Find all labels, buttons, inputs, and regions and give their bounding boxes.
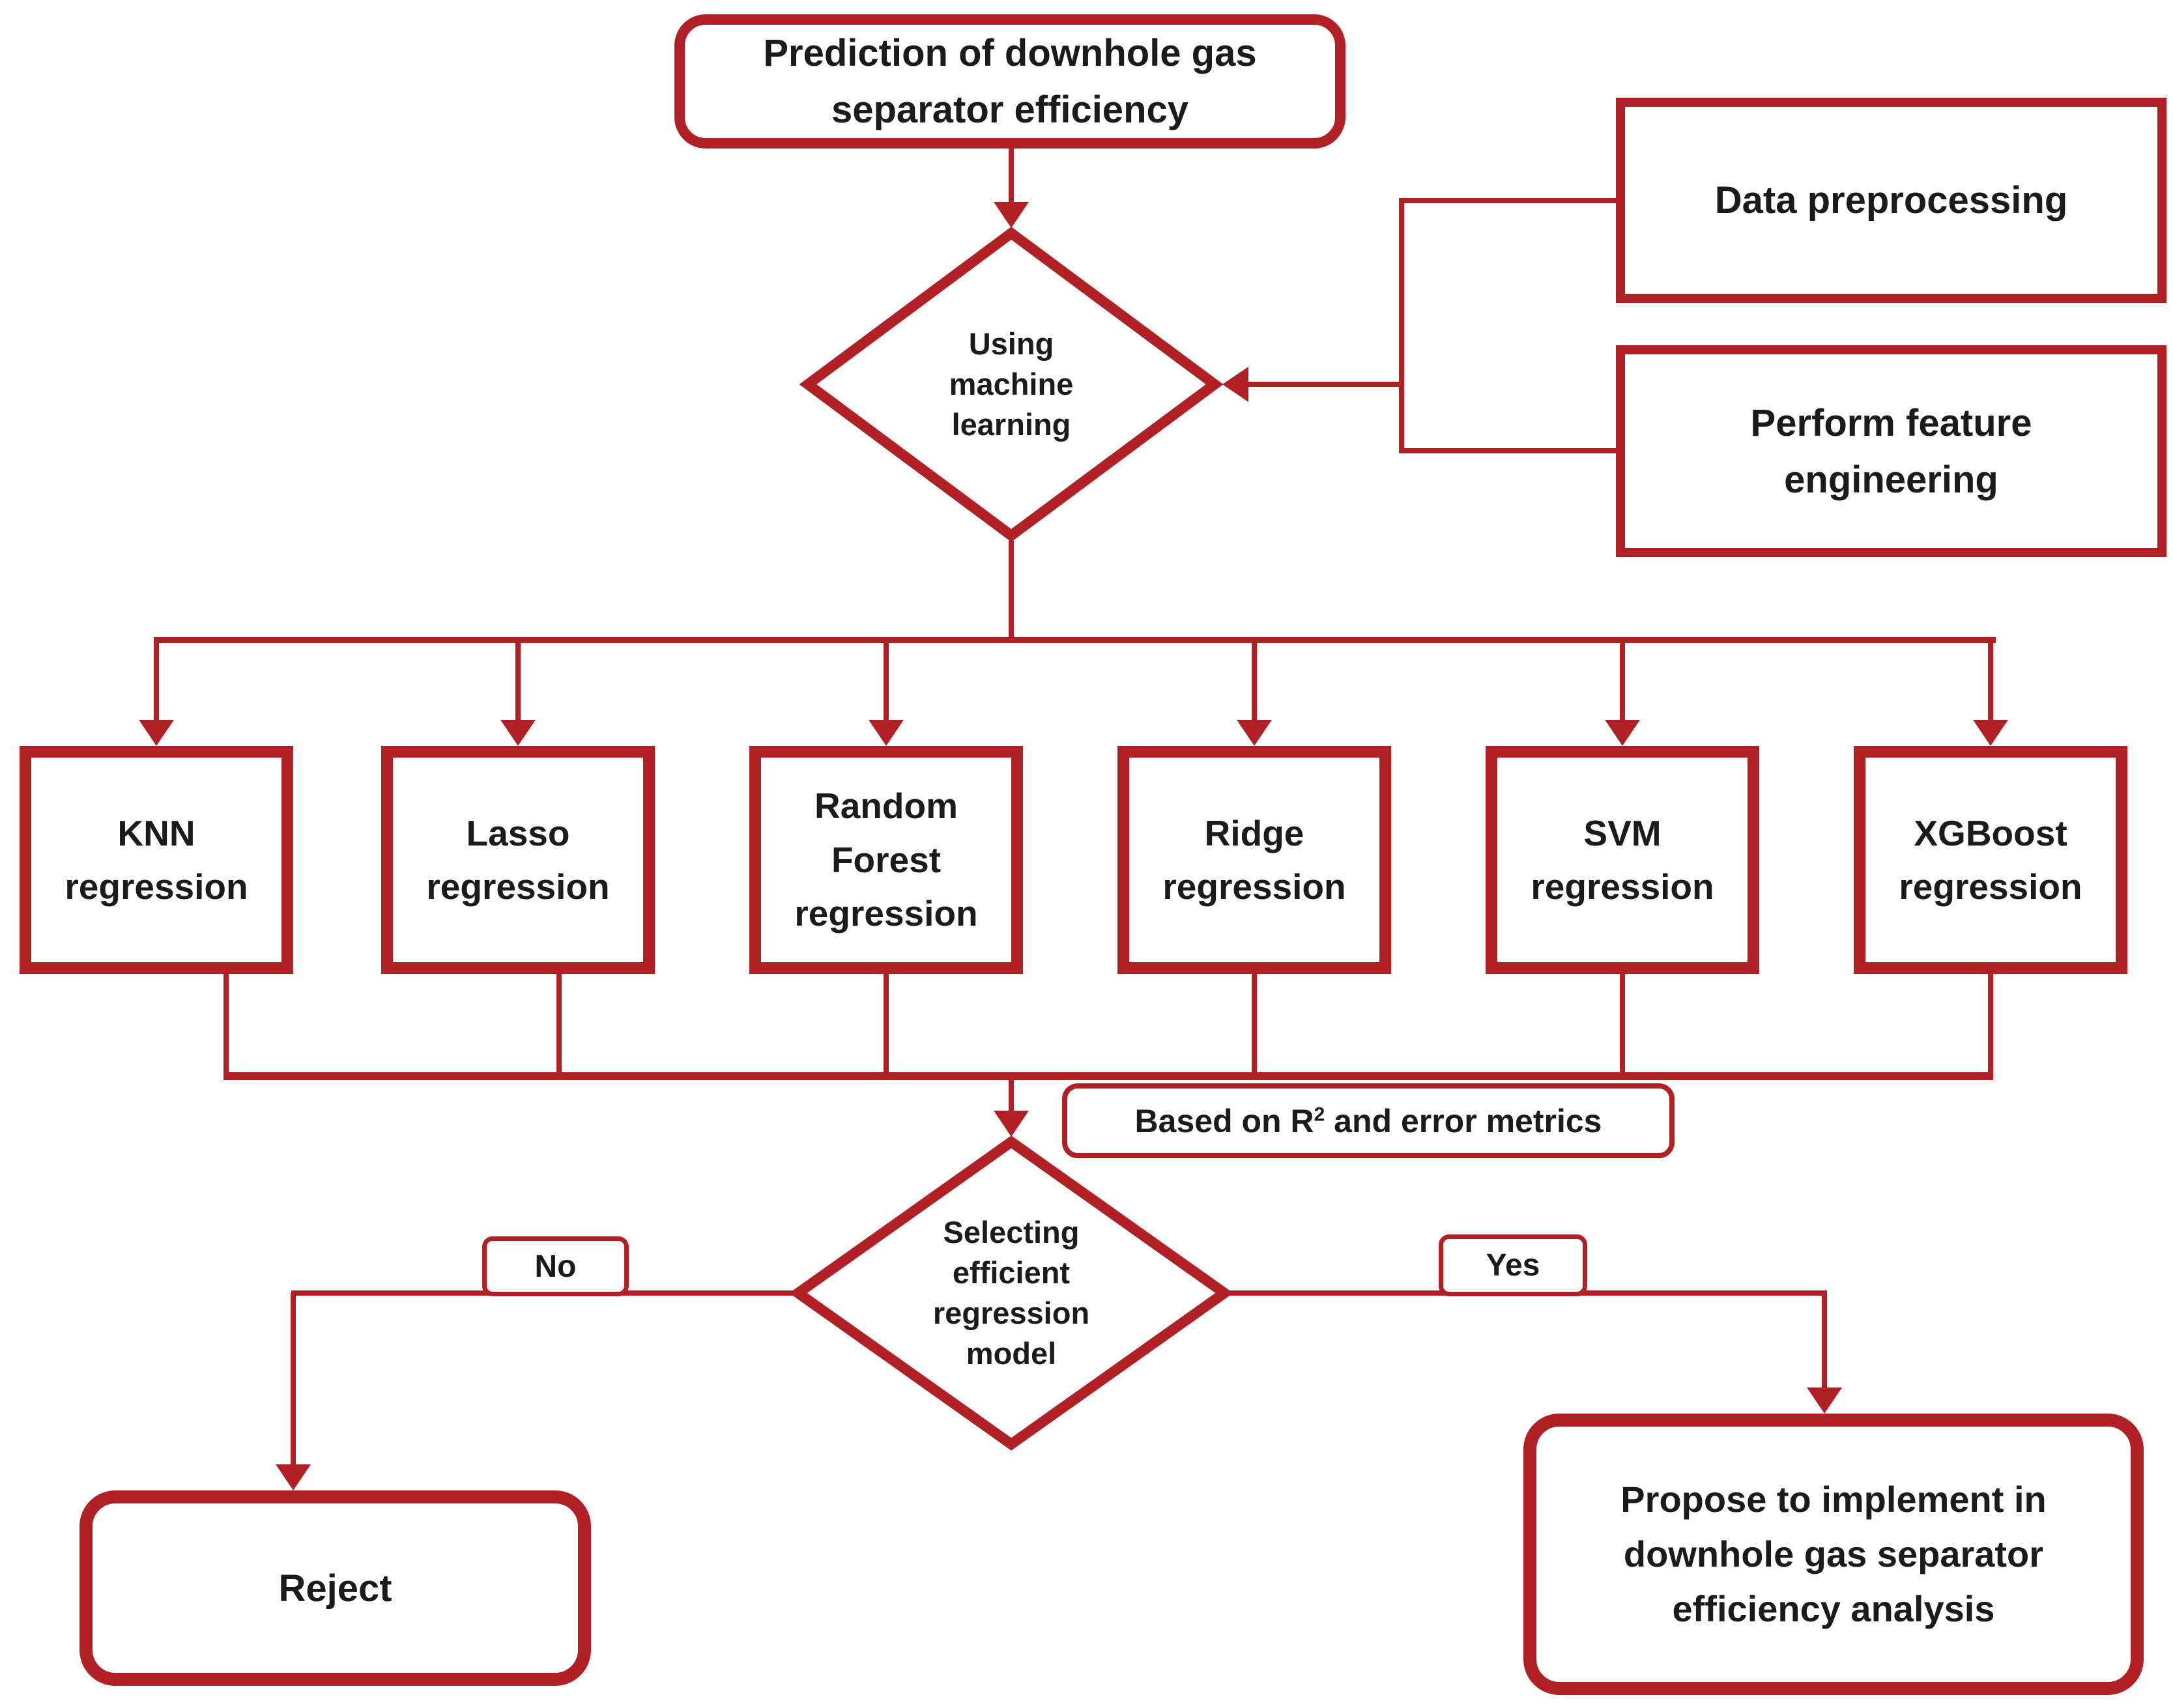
- decision-select-model-line2: efficient: [952, 1255, 1071, 1290]
- edge-no-vertical: [291, 1293, 296, 1467]
- edge-drop-xgboost: [1988, 640, 1993, 720]
- edge-drop-lasso: [515, 640, 521, 720]
- start-node: Prediction of downhole gas separator eff…: [674, 14, 1346, 149]
- reject-node-label: Reject: [278, 1567, 392, 1610]
- model-box-knn: KNN regression: [20, 746, 293, 974]
- start-node-label: Prediction of downhole gas separator eff…: [763, 32, 1257, 131]
- edge-drop-knn: [154, 640, 159, 720]
- decision-using-ml-label: Using machine learning: [803, 228, 1220, 541]
- model-box-xgboost: XGBoost regression: [1854, 746, 2127, 974]
- decision-select-model-label: Selecting efficient regression model: [793, 1137, 1230, 1449]
- arrowhead-xgboost: [1973, 720, 2008, 746]
- edge-bracket-to-ml: [1246, 382, 1403, 387]
- edge-merge-stub-random-forest: [884, 971, 889, 1076]
- box-data-preprocessing-label: Data preprocessing: [1714, 179, 2068, 221]
- arrowhead-no-to-reject: [276, 1464, 311, 1490]
- label-no: No: [482, 1236, 629, 1296]
- decision-using-ml-line3: learning: [951, 407, 1071, 442]
- arrowhead-bracket-to-ml: [1222, 367, 1248, 402]
- label-yes: Yes: [1439, 1234, 1587, 1296]
- edge-merge-stub-xgboost: [1988, 971, 1993, 1076]
- label-no-text: No: [534, 1249, 577, 1284]
- model-box-lasso-label: Lasso regression: [426, 812, 610, 907]
- decision-select-model-line4: model: [966, 1336, 1057, 1371]
- decision-select-model: [789, 1135, 1233, 1451]
- model-box-lasso: Lasso regression: [381, 746, 655, 974]
- box-data-preprocessing: Data preprocessing: [1616, 98, 2166, 303]
- decision-using-ml-line2: machine: [949, 366, 1074, 401]
- decision-select-model-line1: Selecting: [943, 1214, 1080, 1249]
- edge-drop-svm: [1620, 640, 1625, 720]
- propose-node-label: Propose to implement in downhole gas sep…: [1620, 1479, 2047, 1629]
- arrowhead-knn: [139, 720, 174, 746]
- metrics-note: Based on R2 and error metrics: [1062, 1083, 1675, 1158]
- edge-yes-vertical: [1822, 1290, 1827, 1390]
- arrowhead-start-to-ml: [994, 202, 1029, 228]
- metrics-note-label: Based on R2 and error metrics: [1135, 1102, 1602, 1140]
- metrics-note-prefix: Based on R: [1134, 1102, 1314, 1139]
- model-box-ridge-label: Ridge regression: [1162, 812, 1346, 907]
- label-yes-text: Yes: [1486, 1248, 1540, 1283]
- arrowhead-merge-to-select: [994, 1111, 1029, 1137]
- decision-using-ml-shape: [799, 227, 1224, 542]
- arrowhead-svm: [1605, 720, 1640, 746]
- edge-drop-random-forest: [884, 640, 889, 720]
- model-box-random-forest: Random Forest regression: [749, 746, 1023, 974]
- model-box-svm-label: SVM regression: [1531, 812, 1714, 907]
- box-feature-engineering-label: Perform feature engineering: [1750, 401, 2032, 501]
- arrowhead-ridge: [1237, 720, 1272, 746]
- edge-drop-ridge: [1252, 640, 1257, 720]
- edge-start-to-ml: [1009, 149, 1014, 205]
- reject-node: Reject: [79, 1490, 591, 1686]
- model-box-xgboost-label: XGBoost regression: [1899, 812, 2082, 907]
- decision-select-model-line3: regression: [932, 1296, 1090, 1330]
- decision-using-ml: [799, 227, 1224, 542]
- edge-bracket-stub-preprocessing: [1399, 198, 1616, 203]
- metrics-note-suffix: and error metrics: [1325, 1102, 1602, 1139]
- arrowhead-lasso: [500, 720, 536, 746]
- edge-merge-stub-svm: [1620, 971, 1625, 1076]
- metrics-note-superscript: 2: [1314, 1103, 1325, 1125]
- edge-distribution-line: [154, 637, 1996, 643]
- model-box-ridge: Ridge regression: [1117, 746, 1391, 974]
- decision-select-model-shape: [789, 1135, 1233, 1451]
- box-feature-engineering: Perform feature engineering: [1616, 345, 2166, 557]
- model-box-svm: SVM regression: [1486, 746, 1759, 974]
- model-box-random-forest-label: Random Forest regression: [794, 786, 978, 934]
- edge-merge-stub-knn: [223, 971, 229, 1076]
- arrowhead-random-forest: [869, 720, 904, 746]
- decision-using-ml-line1: Using: [968, 326, 1054, 361]
- edge-merge-stub-ridge: [1252, 971, 1257, 1076]
- edge-ml-to-distribution: [1009, 541, 1014, 640]
- edge-merge-line: [223, 1072, 1993, 1080]
- edge-merge-stub-lasso: [556, 971, 562, 1076]
- edge-merge-to-select: [1009, 1079, 1014, 1113]
- arrowhead-yes-to-propose: [1807, 1388, 1842, 1414]
- propose-node: Propose to implement in downhole gas sep…: [1523, 1414, 2144, 1695]
- edge-bracket-vertical: [1399, 198, 1404, 453]
- edge-bracket-stub-feature: [1399, 448, 1616, 453]
- model-box-knn-label: KNN regression: [65, 812, 248, 907]
